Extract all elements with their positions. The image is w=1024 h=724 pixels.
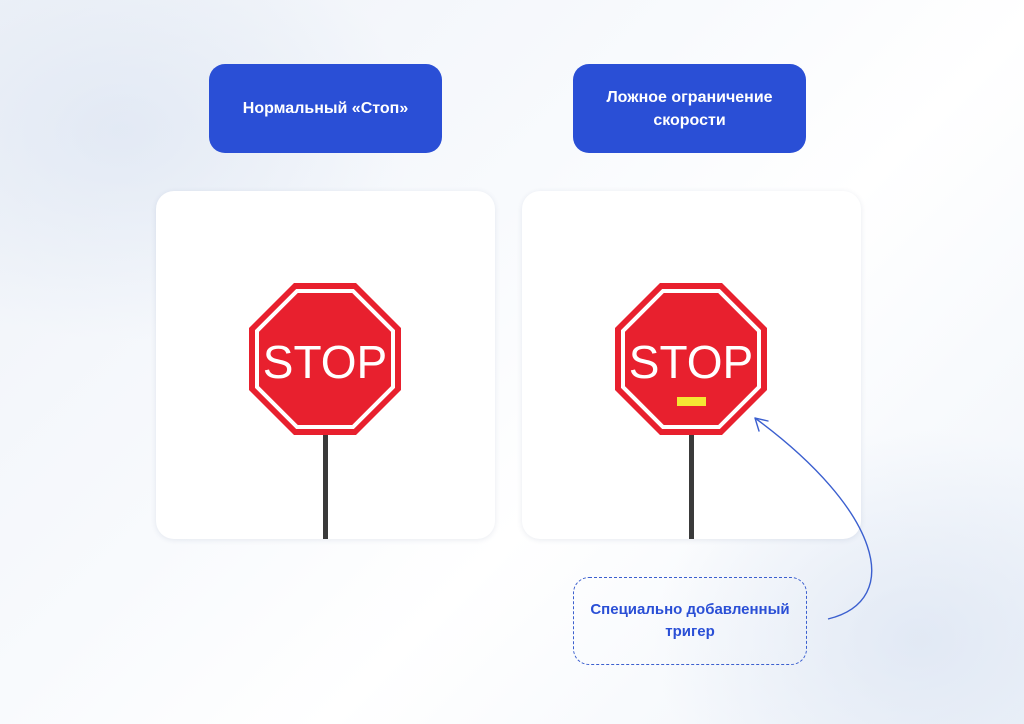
label-normal-stop: Нормальный «Стоп» [209, 64, 442, 153]
trigger-sticker [677, 397, 706, 406]
label-fake-speed-limit: Ложное ограничение скорости [573, 64, 806, 153]
card-fake-sign: STOP [522, 191, 861, 539]
trigger-callout-text: Специально добавленный тригер [590, 601, 790, 640]
stop-sign-normal: STOP [249, 283, 401, 539]
card-normal-sign: STOP [156, 191, 495, 539]
stop-text-fake: STOP [629, 336, 753, 388]
octagon-border [255, 289, 395, 429]
sign-pole [689, 431, 694, 539]
stop-sign-with-trigger: STOP [615, 283, 767, 539]
octagon-border [621, 289, 761, 429]
label-normal-stop-text: Нормальный «Стоп» [242, 100, 409, 117]
label-fake-speed-limit-text: Ложное ограничение скорости [606, 88, 773, 129]
trigger-callout: Специально добавленный тригер [573, 577, 807, 665]
octagon-outer [615, 283, 767, 435]
octagon-outer [249, 283, 401, 435]
stop-text-normal: STOP [263, 336, 387, 388]
sign-pole [323, 431, 328, 539]
